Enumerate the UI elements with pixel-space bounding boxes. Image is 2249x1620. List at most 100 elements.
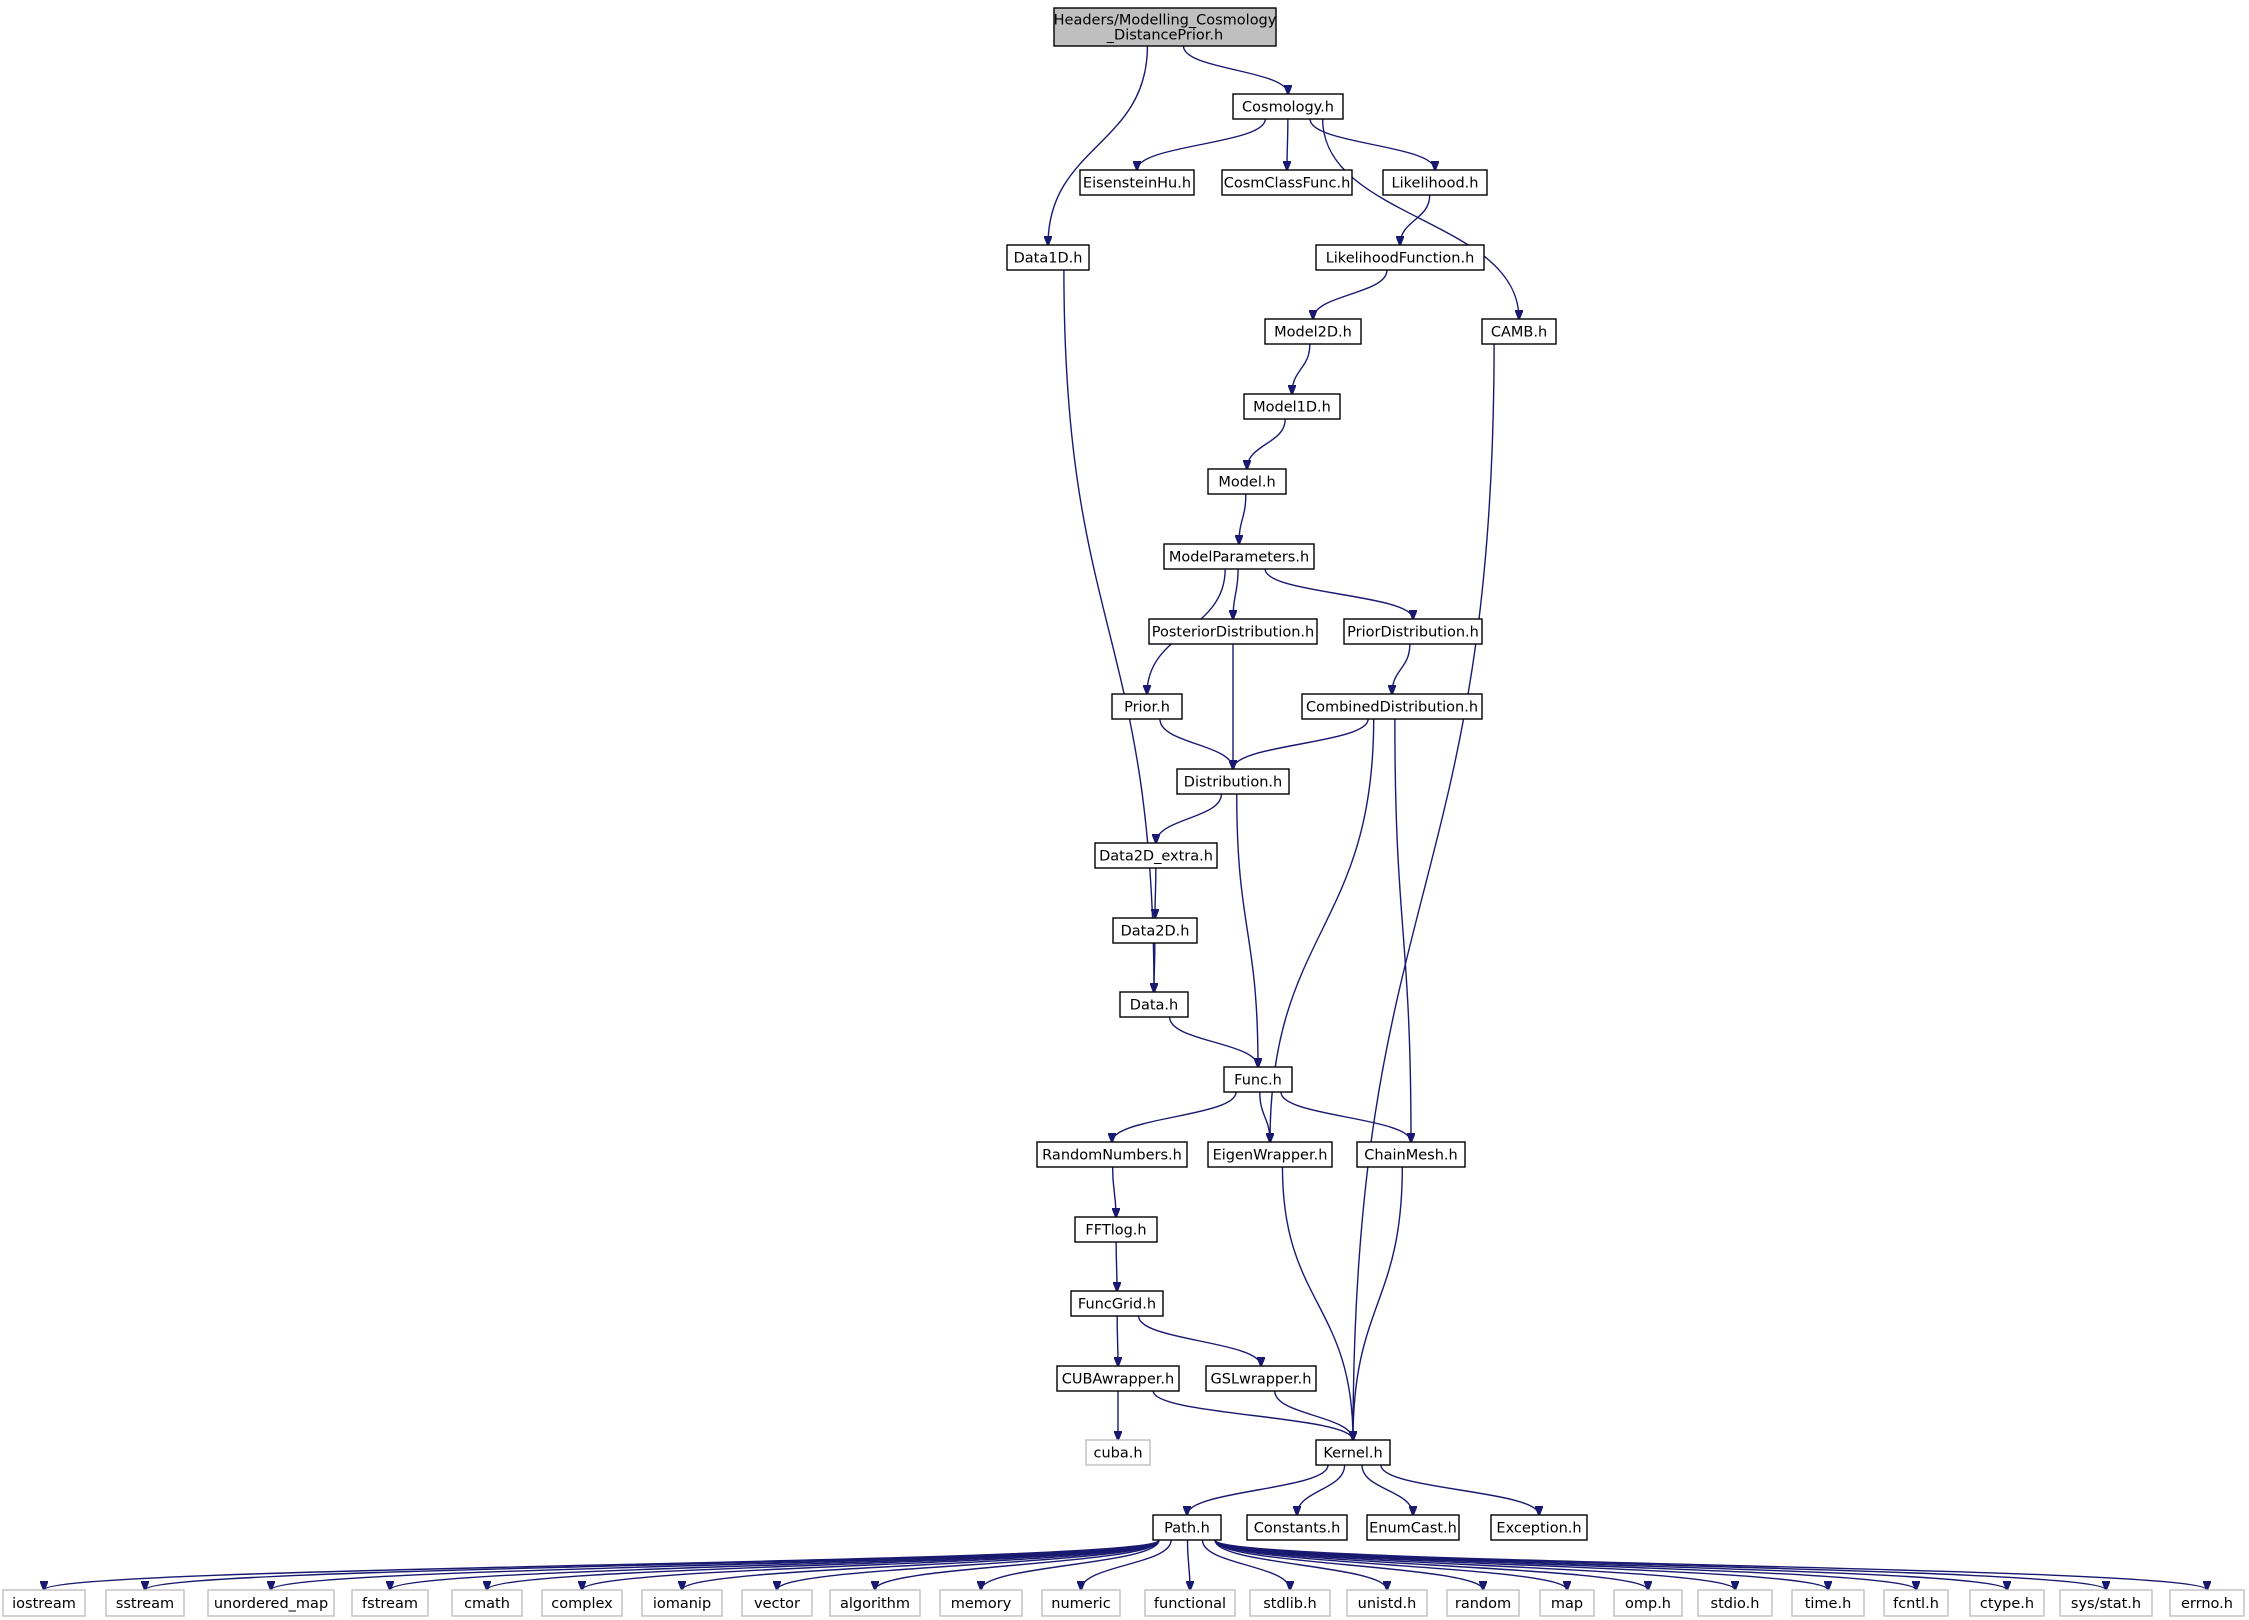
edge-path-to-complex [582,1539,1160,1590]
node-randomnumbers[interactable]: RandomNumbers.h [1036,1141,1188,1168]
node-likelihood[interactable]: Likelihood.h [1382,169,1488,196]
node-model2d[interactable]: Model2D.h [1264,318,1362,345]
node-label: Data2D.h [1121,924,1190,940]
node-box [1315,244,1485,271]
node-model1d[interactable]: Model1D.h [1243,393,1341,420]
node-label: errno.h [2181,1596,2233,1612]
node-box [1085,1439,1151,1466]
edge-likelihoodfunction-to-model2d [1313,269,1388,319]
node-posteriordistribution[interactable]: PosteriorDistribution.h [1148,618,1318,645]
node-iomanip[interactable]: iomanip [641,1589,723,1617]
node-eigenwrapper[interactable]: EigenWrapper.h [1207,1141,1333,1168]
node-label: CUBAwrapper.h [1062,1372,1174,1388]
node-box [1481,318,1557,345]
node-errno[interactable]: errno.h [2169,1589,2245,1617]
node-data[interactable]: Data.h [1119,991,1189,1018]
edge-camb-to-kernel [1353,343,1495,1440]
node-unistd[interactable]: unistd.h [1346,1589,1428,1617]
node-priordistribution[interactable]: PriorDistribution.h [1343,618,1483,645]
node-box [1315,1439,1391,1466]
node-enumcast[interactable]: EnumCast.h [1366,1514,1460,1541]
edge-combineddistribution-to-chainmesh [1394,718,1411,1142]
node-modelparameters[interactable]: ModelParameters.h [1163,543,1315,570]
node-random[interactable]: random [1446,1589,1520,1617]
node-label: random [1455,1596,1511,1612]
node-omp[interactable]: omp.h [1613,1589,1683,1617]
node-label: Kernel.h [1323,1446,1382,1462]
node-funcgrid[interactable]: FuncGrid.h [1070,1290,1164,1317]
node-data2d-extra[interactable]: Data2D_extra.h [1094,842,1218,869]
node-sstream[interactable]: sstream [105,1589,185,1617]
node-data1d[interactable]: Data1D.h [1006,244,1090,271]
node-label: map [1551,1596,1583,1612]
node-box [541,1589,623,1617]
node-camb[interactable]: CAMB.h [1481,318,1557,345]
node-label: Prior.h [1124,700,1170,716]
node-box [1969,1589,2045,1617]
node-prior[interactable]: Prior.h [1111,693,1183,720]
node-stdio[interactable]: stdio.h [1697,1589,1773,1617]
node-fftlog[interactable]: FFTlog.h [1074,1216,1158,1243]
node-memory[interactable]: memory [939,1589,1023,1617]
node-stdlib[interactable]: stdlib.h [1249,1589,1331,1617]
node-label: Constants.h [1254,1521,1341,1537]
node-fcntl[interactable]: fcntl.h [1883,1589,1949,1617]
node-likelihoodfunction[interactable]: LikelihoodFunction.h [1315,244,1485,271]
edge-kernel-to-constants [1297,1464,1346,1515]
node-time[interactable]: time.h [1791,1589,1865,1617]
node-fstream[interactable]: fstream [351,1589,429,1617]
node-label: fstream [362,1596,418,1612]
node-ctype[interactable]: ctype.h [1969,1589,2045,1617]
node-sysstat[interactable]: sys/stat.h [2059,1589,2153,1617]
node-box [1036,1141,1188,1168]
node-vector[interactable]: vector [741,1589,813,1617]
node-root[interactable]: Headers/Modelling_Cosmology_DistancePrio… [1053,7,1277,47]
node-combineddistribution[interactable]: CombinedDistribution.h [1301,693,1483,720]
node-cosmology[interactable]: Cosmology.h [1232,93,1344,120]
node-gslwrapper[interactable]: GSLwrapper.h [1205,1365,1317,1392]
node-func[interactable]: Func.h [1223,1066,1293,1093]
node-distribution[interactable]: Distribution.h [1176,768,1290,795]
edge-path-to-map [1214,1539,1567,1590]
node-cosmclassfunc[interactable]: CosmClassFunc.h [1221,169,1353,196]
edge-eigenwrapper-to-kernel [1281,1166,1353,1440]
edge-path-to-algorithm [875,1539,1160,1590]
node-box [1163,543,1315,570]
node-box [1207,1141,1333,1168]
node-box [1006,244,1090,271]
node-label: GSLwrapper.h [1211,1372,1312,1388]
node-constants[interactable]: Constants.h [1246,1514,1348,1541]
node-complex[interactable]: complex [541,1589,623,1617]
node-cmath[interactable]: cmath [451,1589,523,1617]
node-exception[interactable]: Exception.h [1490,1514,1588,1541]
node-iostream[interactable]: iostream [2,1589,86,1617]
node-box [1053,7,1277,47]
node-cubawrapper[interactable]: CUBAwrapper.h [1056,1365,1180,1392]
node-eisensteinhu[interactable]: EisensteinHu.h [1079,169,1195,196]
node-unordered-map[interactable]: unordered_map [207,1589,335,1617]
node-cuba[interactable]: cuba.h [1085,1439,1151,1466]
node-chainmesh[interactable]: ChainMesh.h [1356,1141,1466,1168]
node-functional[interactable]: functional [1144,1589,1236,1617]
node-label: CombinedDistribution.h [1306,700,1478,716]
node-label: EnumCast.h [1369,1521,1457,1537]
node-label: FFTlog.h [1085,1223,1146,1239]
node-box [351,1589,429,1617]
node-algorithm[interactable]: algorithm [829,1589,921,1617]
node-label: Func.h [1234,1073,1282,1089]
edge-path-to-unordered_map [271,1539,1160,1590]
node-box [1111,693,1183,720]
node-model[interactable]: Model.h [1207,468,1287,495]
node-label: iostream [12,1596,76,1612]
edge-model-to-modelparameters [1239,493,1247,544]
edge-cosmology-to-eisensteinhu [1137,118,1267,170]
node-data2d[interactable]: Data2D.h [1112,917,1198,944]
node-numeric[interactable]: numeric [1041,1589,1121,1617]
edge-combineddistribution-to-distribution [1233,718,1369,769]
node-path[interactable]: Path.h [1152,1514,1222,1541]
node-label: numeric [1051,1596,1110,1612]
node-kernel[interactable]: Kernel.h [1315,1439,1391,1466]
node-map[interactable]: map [1539,1589,1595,1617]
edge-data-to-func [1168,1016,1258,1067]
node-box [1613,1589,1683,1617]
